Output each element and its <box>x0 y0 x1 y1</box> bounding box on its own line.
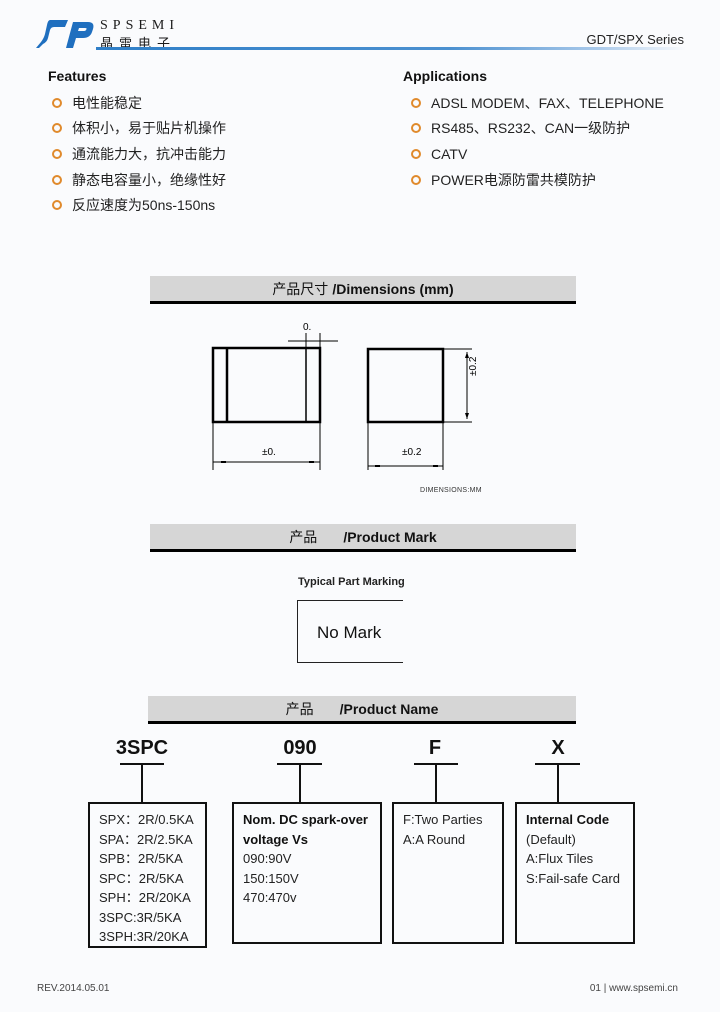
revision-label: REV.2014.05.01 <box>37 983 110 994</box>
dimensions-note: DIMENSIONS:MM <box>420 487 482 494</box>
part-marking-box: No Mark <box>297 600 403 663</box>
code-package: F <box>428 737 442 759</box>
code-voltage: 090 <box>283 737 317 759</box>
dim-label-width-right: ±0.2 <box>402 447 422 458</box>
part-marking-caption: Typical Part Marking <box>298 576 405 588</box>
application-item: RS485、RS232、CAN一级防护 <box>411 116 664 142</box>
bullet-circle-icon <box>52 97 62 108</box>
feature-item: 电性能稳定 <box>52 90 226 116</box>
code-internal: X <box>551 737 565 759</box>
page-number-website: 01 | www.spsemi.cn <box>589 983 678 994</box>
bullet-circle-icon <box>52 148 62 159</box>
product-mark-banner: 产品/Product Mark <box>150 524 576 552</box>
product-name-banner: 产品/Product Name <box>148 696 576 724</box>
applications-title: Applications <box>403 68 488 84</box>
header-divider <box>96 47 686 50</box>
bullet-circle-icon <box>411 174 421 185</box>
dim-label-height: ±0.2 <box>468 356 479 376</box>
series-title: GDT/SPX Series <box>586 32 684 47</box>
features-list: 电性能稳定 体积小，易于贴片机操作 通流能力大，抗冲击能力 静态电容量小，绝缘性… <box>52 90 226 218</box>
dim-label-top: 0. <box>303 322 311 333</box>
dimensions-drawing: 0. ±0. ±0.2 ±0.2 <box>211 322 479 470</box>
brand-name-en: SPSEMI <box>100 18 180 33</box>
bullet-circle-icon <box>411 148 421 159</box>
application-item: ADSL MODEM、FAX、TELEPHONE <box>411 90 664 116</box>
dimensions-banner: 产品尺寸/Dimensions (mm) <box>150 276 576 304</box>
feature-item: 静态电容量小，绝缘性好 <box>52 167 226 193</box>
internal-code-box: Internal Code (Default) A:Flux Tiles S:F… <box>515 802 635 944</box>
application-item: CATV <box>411 141 664 167</box>
spsemi-logo-icon <box>36 20 94 48</box>
package-box: F:Two Parties A:A Round <box>392 802 504 944</box>
bullet-circle-icon <box>411 123 421 134</box>
series-box: SPX：2R/0.5KA SPA：2R/2.5KA SPB：2R/5KA SPC… <box>88 802 207 948</box>
application-item: POWER电源防雷共模防护 <box>411 167 664 193</box>
code-series: 3SPC <box>115 737 169 759</box>
feature-item: 反应速度为50ns-150ns <box>52 192 226 218</box>
feature-item: 通流能力大，抗冲击能力 <box>52 141 226 167</box>
bullet-circle-icon <box>52 123 62 134</box>
dim-label-width-left: ±0. <box>262 447 276 458</box>
feature-item: 体积小，易于贴片机操作 <box>52 116 226 142</box>
applications-list: ADSL MODEM、FAX、TELEPHONE RS485、RS232、CAN… <box>411 90 664 192</box>
bullet-circle-icon <box>52 200 62 211</box>
voltage-box: Nom. DC spark-over voltage Vs 090:90V 15… <box>232 802 382 944</box>
bullet-circle-icon <box>52 174 62 185</box>
bullet-circle-icon <box>411 97 421 108</box>
part-marking-text: No Mark <box>317 623 382 642</box>
features-title: Features <box>48 68 107 84</box>
